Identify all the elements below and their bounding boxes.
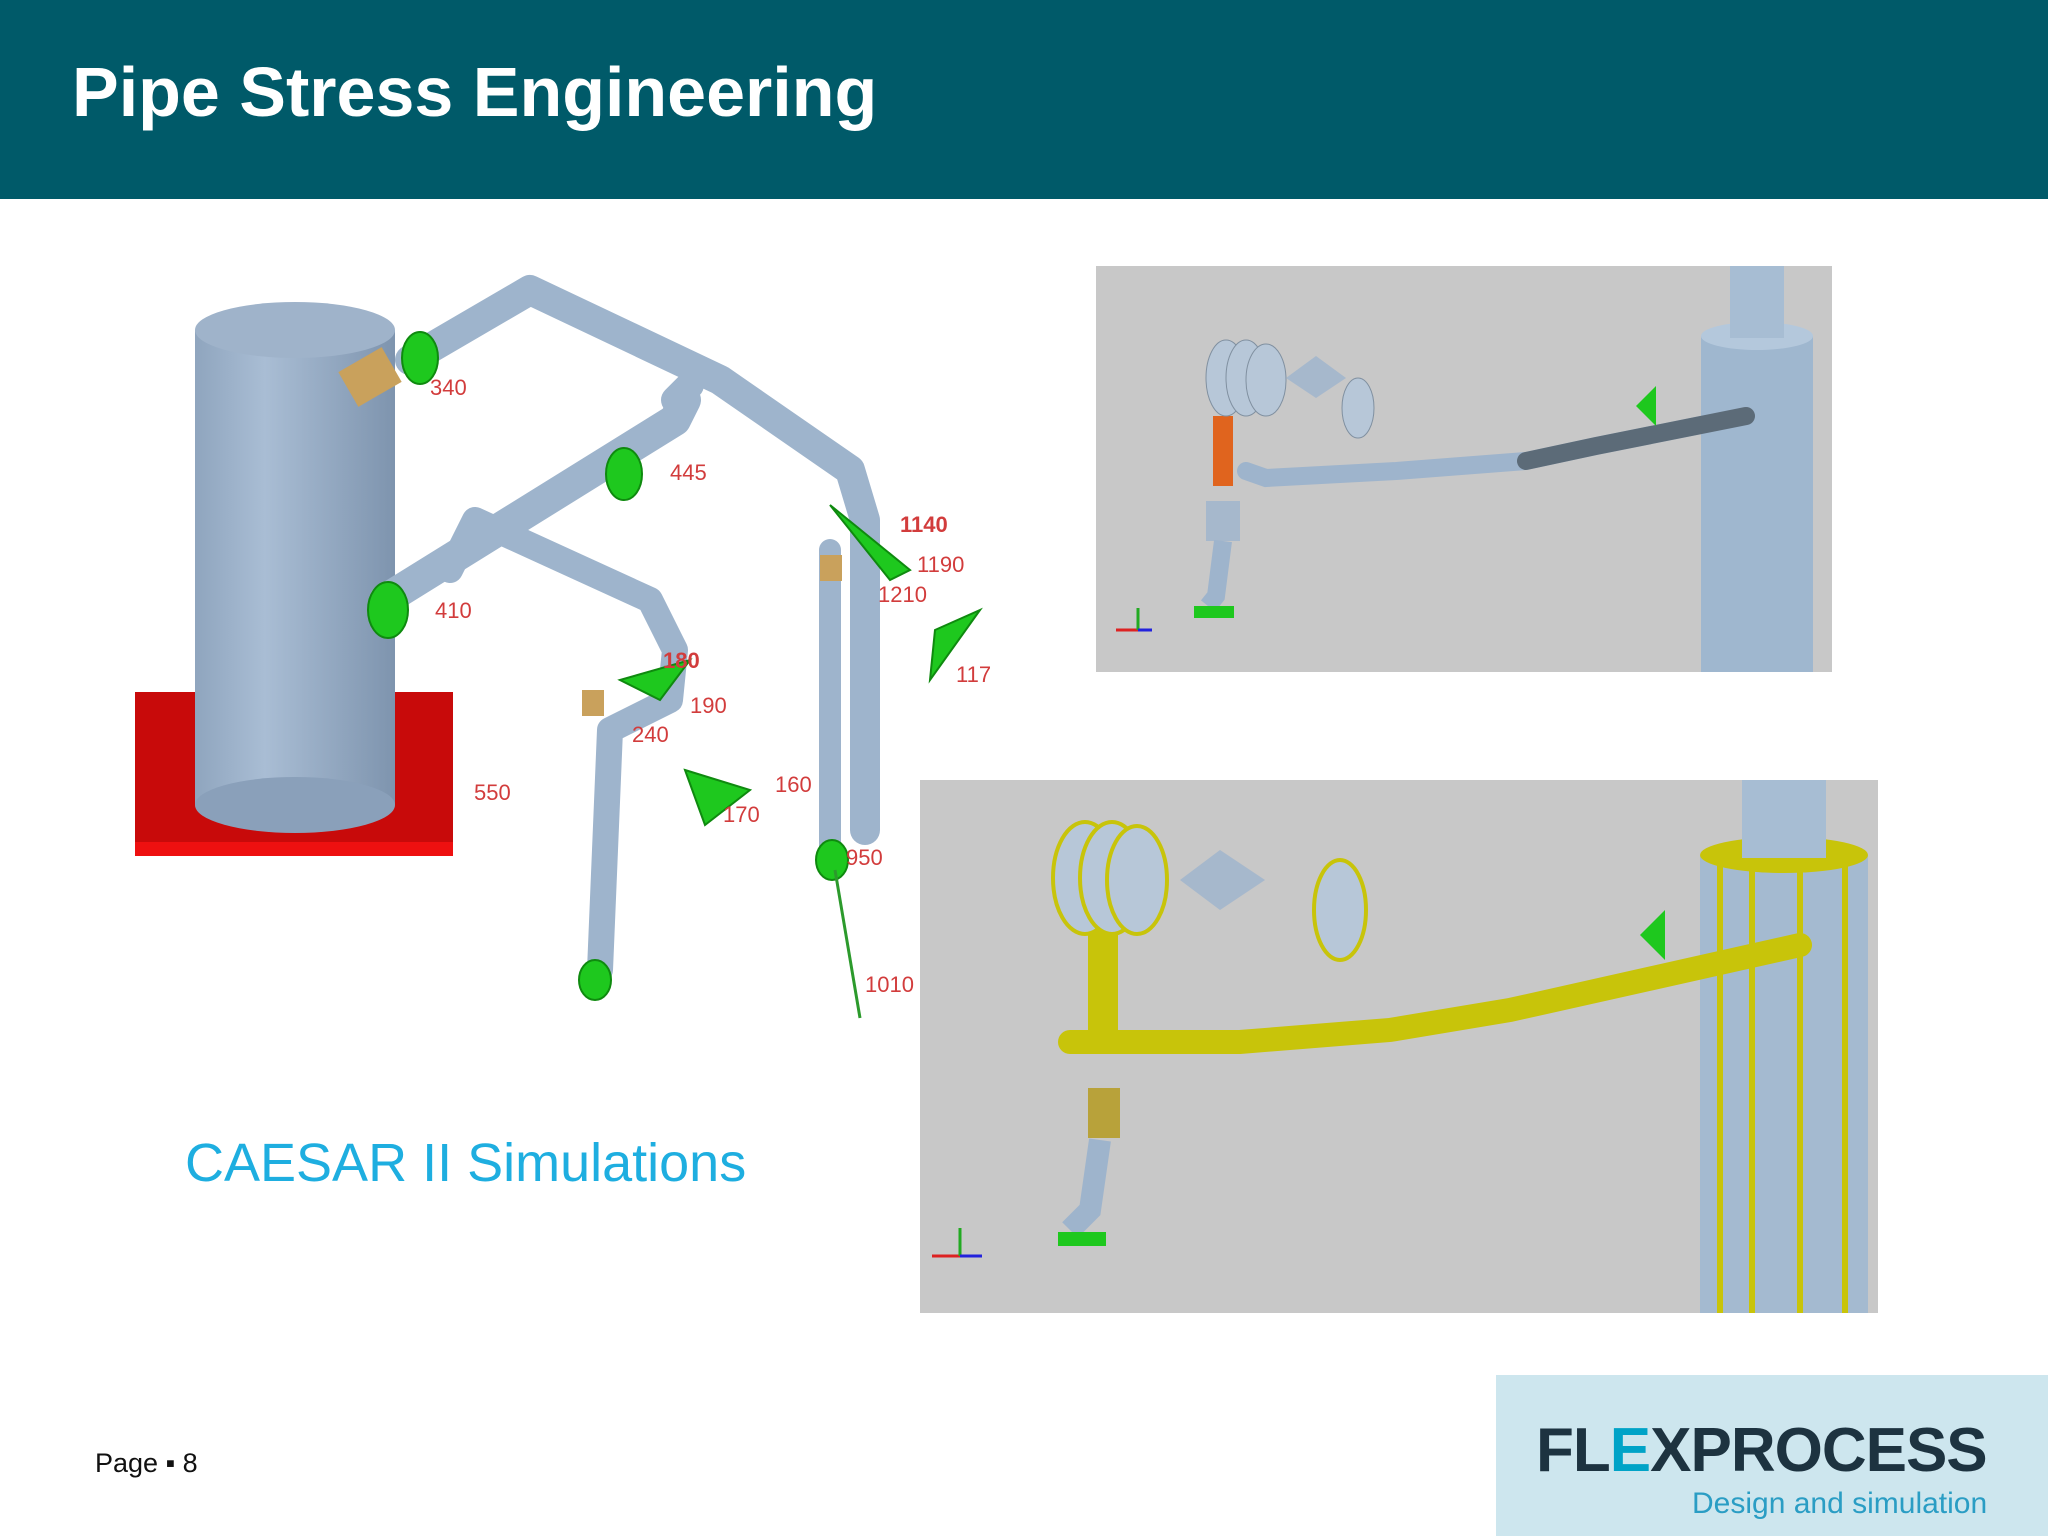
- node-label: 180: [663, 648, 700, 673]
- caption: CAESAR II Simulations: [185, 1133, 747, 1193]
- node-label: 550: [474, 780, 511, 805]
- logo-wordmark: FLEXPROCESS: [1536, 1416, 1988, 1485]
- support-ring: [605, 447, 643, 501]
- support-ring: [401, 331, 439, 385]
- support-ring: [578, 959, 612, 1001]
- render-top: [1096, 266, 1832, 672]
- node-label: 1010: [865, 972, 914, 997]
- logo-tagline: Design and simulation: [1692, 1487, 1988, 1520]
- vessel-body: [195, 330, 395, 805]
- guide-line: [833, 869, 862, 1019]
- pipe-lower: [437, 507, 688, 983]
- axis-triad: [1116, 608, 1152, 632]
- column-top: [1730, 266, 1784, 338]
- axis-triad: [932, 1228, 982, 1258]
- node-label: 950: [846, 845, 883, 870]
- support-plate: [582, 690, 604, 716]
- support-cone: [683, 768, 753, 827]
- bellows: [1206, 501, 1240, 541]
- node-label: 190: [690, 693, 727, 718]
- node-label: 1140: [900, 512, 948, 537]
- column-body: [1701, 336, 1813, 672]
- support-cone: [928, 607, 983, 684]
- node-label: 117: [956, 662, 991, 687]
- logo-box: FLEXPROCESS Design and simulation: [1496, 1375, 2048, 1536]
- node-label: 160: [775, 772, 812, 797]
- page-number: 8: [182, 1448, 198, 1478]
- page-separator: ▪: [165, 1448, 176, 1478]
- page-indicator: Page ▪ 8: [95, 1448, 198, 1479]
- pipe-middle-return: [661, 371, 704, 414]
- page-label: Page: [95, 1448, 159, 1478]
- support-ring: [367, 581, 409, 639]
- support-plate: [820, 555, 842, 581]
- node-label: 240: [632, 722, 669, 747]
- column-top: [1742, 780, 1826, 858]
- node-label: 1210: [878, 582, 927, 607]
- node-label: 410: [435, 598, 472, 623]
- header-bar: Pipe Stress Engineering: [0, 0, 2048, 199]
- vessel-top: [195, 302, 395, 358]
- pipe-run: [1058, 933, 1812, 1054]
- node-label: 1190: [917, 552, 964, 577]
- node-label: 340: [430, 375, 467, 400]
- page-title: Pipe Stress Engineering: [72, 53, 878, 131]
- column-body: [1700, 855, 1868, 1313]
- support-plate: [338, 347, 402, 407]
- pipe-model-figure: 340 445 410 1140 1190 1210 117 180 190 2…: [135, 275, 991, 1019]
- bellows: [1088, 1088, 1120, 1138]
- vessel-base-edge: [135, 842, 453, 856]
- node-label: 170: [723, 802, 760, 827]
- pipe-upper: [395, 275, 880, 845]
- support-cone: [617, 658, 693, 702]
- support-cone: [829, 504, 912, 582]
- pipe-middle: [369, 384, 701, 616]
- render-bottom: [920, 780, 1878, 1313]
- vessel-bottom: [195, 777, 395, 833]
- support-ring: [815, 839, 849, 881]
- node-label: 445: [670, 460, 707, 485]
